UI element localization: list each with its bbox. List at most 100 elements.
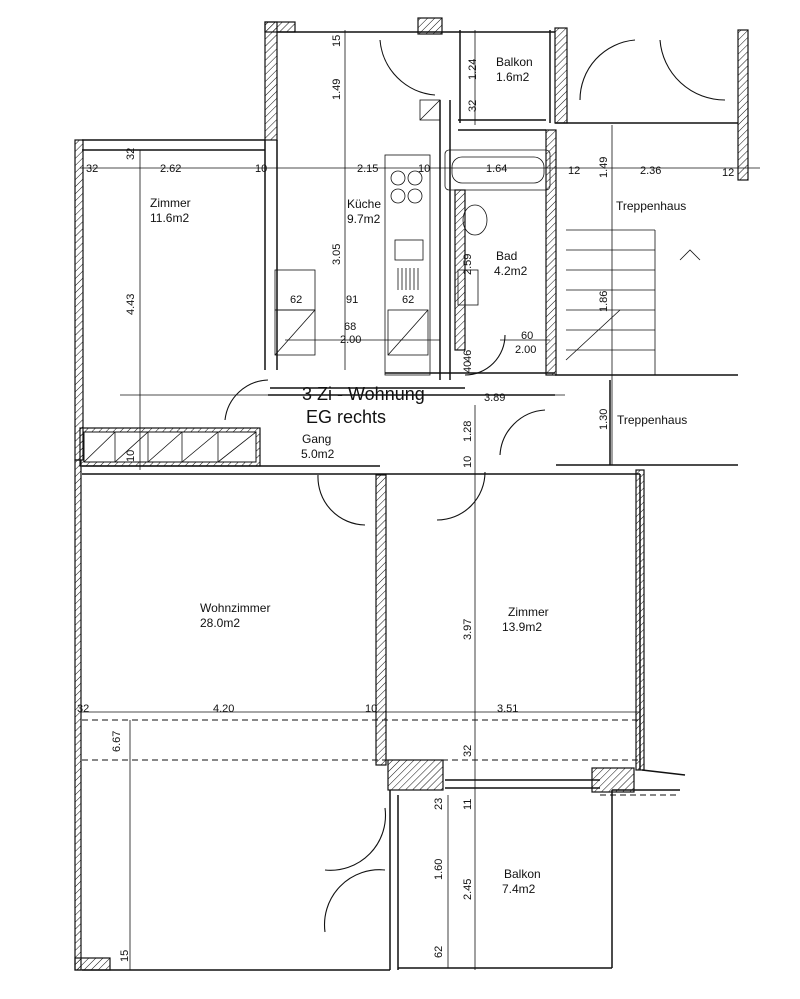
- dim-label: 91: [346, 294, 358, 306]
- dim-label: 1.49: [331, 79, 343, 100]
- door-balkon-bottom: [323, 869, 386, 933]
- door-wohnzimmer: [317, 474, 366, 526]
- dim-label: 2.36: [640, 165, 661, 177]
- toilet-icon: [462, 204, 488, 236]
- dim-label: 2.45: [462, 879, 474, 900]
- dim-label: 10: [418, 163, 430, 175]
- wall-left-lower: [74, 459, 82, 971]
- dim-label: 32: [462, 745, 474, 757]
- door-bad: [464, 334, 506, 376]
- kitchen-cabinet: [387, 309, 429, 356]
- dim-label: 12: [722, 167, 734, 179]
- dim-label: 32: [77, 703, 89, 715]
- dim-label: 62: [433, 946, 445, 958]
- dim-label: 11: [462, 799, 474, 810]
- dim-label: 10: [125, 450, 137, 462]
- dim-label: 1.64: [486, 163, 507, 175]
- dim-label: 4.20: [213, 703, 234, 715]
- door-stair-top: [579, 39, 636, 101]
- doors: [224, 39, 726, 933]
- walls: [74, 17, 749, 971]
- kitchen-sink-icon: [394, 239, 424, 261]
- room-name-bad: Bad: [496, 249, 517, 263]
- dim-label: 2.00: [340, 334, 361, 346]
- room-name-kueche: Küche: [347, 197, 381, 211]
- dim-label: 4.43: [125, 294, 137, 315]
- room-name-gang: Gang: [302, 432, 331, 446]
- dim-label: 1.24: [467, 59, 479, 80]
- dim-label: 32: [467, 100, 479, 112]
- wall-balkon-left-hatch: [387, 759, 444, 791]
- door-zimmer-right: [436, 471, 486, 521]
- wall-kitchen-left-upper: [264, 21, 278, 141]
- wall-left-upper: [74, 139, 84, 461]
- dim-label: 10: [365, 703, 377, 715]
- closet-row: [83, 431, 257, 463]
- bath-fixtures: [419, 99, 551, 306]
- bathtub-icon: [444, 149, 551, 191]
- wall-bad-right: [545, 129, 557, 376]
- room-area-balkon-bottom: 7.4m2: [502, 882, 536, 896]
- wall-wohn-zimmer: [375, 474, 387, 766]
- drainboard-icon: [397, 268, 419, 290]
- room-area-gang: 5.0m2: [301, 447, 335, 461]
- room-area-zimmer-left: 11.6m2: [150, 211, 189, 225]
- room-name-wohnzimmer: Wohnzimmer: [200, 601, 270, 615]
- wall-top-hatch: [417, 17, 443, 35]
- dim-label: 3.51: [497, 703, 518, 715]
- dim-label: 1.86: [598, 291, 610, 312]
- door-balkon-bottom-2: [324, 807, 387, 871]
- room-area-zimmer-right: 13.9m2: [502, 620, 542, 634]
- room-name-treppenhaus-mid: Treppenhaus: [617, 413, 687, 427]
- plan-title-line1: 3 Zi - Wohnung: [302, 384, 425, 404]
- room-name-zimmer-right: Zimmer: [508, 605, 549, 619]
- room-name-balkon-bottom: Balkon: [504, 867, 541, 881]
- plan-title-line2: EG rechts: [306, 407, 386, 427]
- stove-burner-icon: [407, 170, 423, 186]
- door-treppenhaus: [499, 409, 546, 456]
- room-name-balkon-top: Balkon: [496, 55, 533, 69]
- dim-label: 10: [255, 163, 267, 175]
- dim-label: 23: [433, 798, 445, 810]
- door-balkon-top: [379, 39, 436, 96]
- dashed-lines: [82, 719, 680, 965]
- dim-label: 10: [462, 456, 474, 468]
- wall-bottom-left-cap: [74, 957, 111, 971]
- washbasin-icon: [457, 269, 479, 306]
- dim-label: 68: [344, 321, 356, 333]
- dim-label: 62: [290, 294, 302, 306]
- closet-zimmer-upper: [274, 269, 316, 311]
- dim-label: 3.05: [331, 244, 343, 265]
- dim-label: 15: [119, 950, 131, 962]
- dim-label: 3.97: [462, 619, 474, 640]
- room-area-wohnzimmer: 28.0m2: [200, 616, 240, 630]
- stove-burner-icon: [390, 188, 406, 204]
- wall-stair-right: [737, 29, 749, 181]
- stove-burner-icon: [390, 170, 406, 186]
- dim-label: 2.62: [160, 163, 181, 175]
- dim-label: 1.60: [433, 859, 445, 880]
- dim-label: 40: [462, 361, 474, 373]
- dimension-lines: [80, 30, 760, 970]
- stove-burner-icon: [407, 188, 423, 204]
- kitchen-counter: [384, 154, 431, 376]
- room-area-balkon-top: 1.6m2: [496, 70, 530, 84]
- dim-label: 3.89: [484, 392, 505, 404]
- dim-label: 46: [462, 350, 474, 362]
- dim-label: 32: [86, 163, 98, 175]
- stairs: [565, 229, 701, 375]
- wall-top-cap: [264, 21, 296, 33]
- dim-label: 15: [331, 35, 343, 47]
- room-name-treppenhaus-top: Treppenhaus: [616, 199, 686, 213]
- door-zimmer-left: [224, 379, 269, 421]
- dim-label: 2.15: [357, 163, 378, 175]
- dim-label: 1.30: [598, 409, 610, 430]
- dim-label: 12: [568, 165, 580, 177]
- dim-label: 1.49: [598, 157, 610, 178]
- room-name-zimmer-left: Zimmer: [150, 196, 191, 210]
- room-area-kueche: 9.7m2: [347, 212, 381, 226]
- dim-label: 2.59: [462, 254, 474, 275]
- dim-label: 1.28: [462, 421, 474, 442]
- dim-label: 62: [402, 294, 414, 306]
